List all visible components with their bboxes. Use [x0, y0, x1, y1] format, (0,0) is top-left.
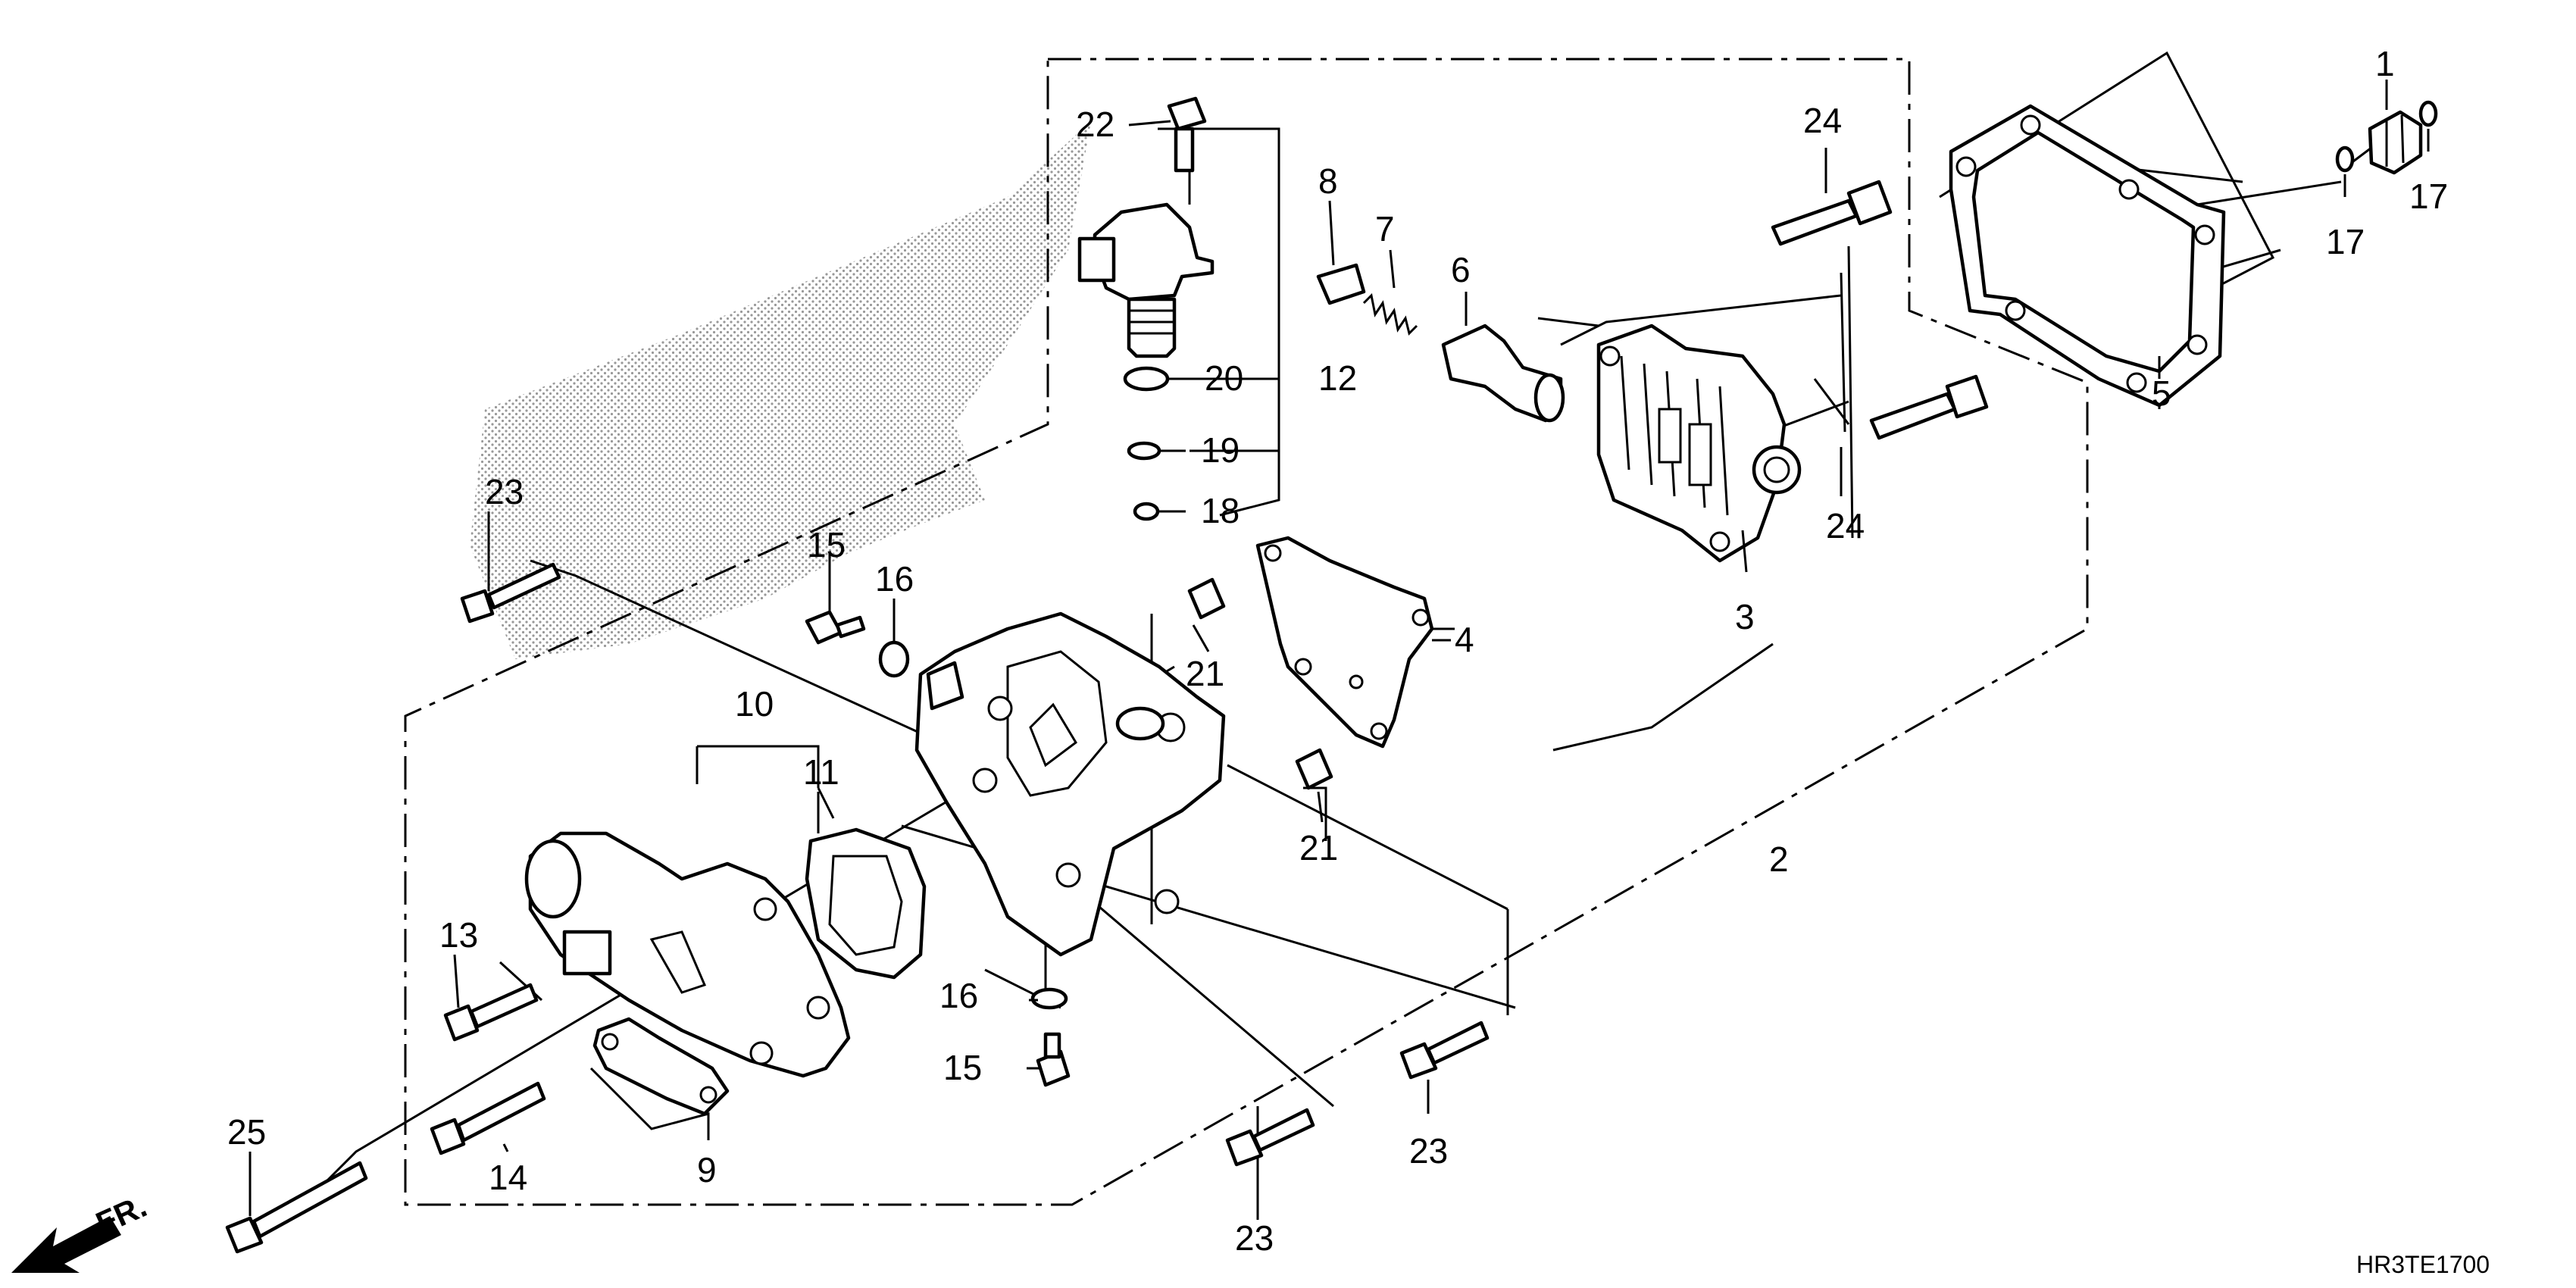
bolt-part-25 — [225, 1161, 368, 1254]
diagram-code: HR3TE1700 — [2356, 1251, 2490, 1278]
callout-12: 12 — [1318, 358, 1357, 398]
valve-body-part-3 — [1596, 324, 1802, 563]
callout-8: 8 — [1318, 161, 1338, 201]
callout-21b: 21 — [1299, 828, 1338, 868]
callout-24a: 24 — [1803, 101, 1842, 140]
callout-19: 19 — [1201, 430, 1240, 470]
callout-1: 1 — [2375, 44, 2395, 83]
callout-15b: 15 — [943, 1048, 982, 1087]
washer-part-17 — [2335, 100, 2438, 173]
callout-4: 4 — [1455, 620, 1474, 659]
plate-part-9 — [592, 1017, 730, 1116]
plug-part-1 — [2368, 110, 2423, 175]
o-ring-part-20 — [1123, 366, 1170, 392]
callout-5: 5 — [2152, 374, 2171, 413]
callout-3: 3 — [1735, 597, 1755, 636]
callout-24b: 24 — [1826, 506, 1865, 546]
callout-23c: 23 — [1235, 1218, 1274, 1258]
callout-7: 7 — [1375, 209, 1395, 249]
callout-13: 13 — [439, 915, 478, 955]
callout-14: 14 — [489, 1158, 527, 1197]
gasket-part-5 — [1949, 104, 2226, 408]
assembly-boundary — [404, 58, 2089, 1206]
bolt-part-13 — [443, 983, 539, 1042]
callout-6: 6 — [1451, 250, 1471, 289]
callout-numbers: 1 17 17 5 24 24 3 8 7 6 22 20 12 19 18 4… — [227, 44, 2448, 1258]
callout-16b: 16 — [939, 976, 978, 1015]
shaded-region — [470, 121, 1091, 659]
dowel-part-21 — [1187, 577, 1333, 790]
solenoid-part-10 — [524, 831, 851, 1078]
callout-21a: 21 — [1186, 654, 1224, 693]
callout-17a: 17 — [2409, 177, 2448, 216]
spring-part-7 — [1362, 292, 1418, 336]
bolt-part-22 — [1167, 96, 1207, 173]
callout-25: 25 — [227, 1112, 266, 1152]
front-arrow-icon — [11, 1216, 121, 1273]
bolt-part-23 — [460, 562, 1490, 1167]
callout-10: 10 — [735, 684, 774, 724]
bolt-part-24 — [1771, 180, 1989, 440]
separator-plate-part-4 — [1255, 536, 1434, 749]
callout-22: 22 — [1076, 105, 1114, 144]
callout-20: 20 — [1205, 358, 1243, 398]
bolt-part-14 — [430, 1081, 546, 1155]
callout-23b: 23 — [1409, 1131, 1448, 1171]
valve-body-part-2 — [914, 611, 1226, 957]
o-ring-part-18 — [1133, 502, 1160, 521]
callout-2: 2 — [1769, 839, 1789, 879]
gasket-part-11 — [805, 827, 927, 980]
bolt-part-15 — [805, 610, 1071, 1087]
clip-part-8 — [1316, 263, 1366, 305]
callout-23a: 23 — [485, 472, 524, 511]
callout-leaders — [249, 80, 2430, 1220]
callout-17b: 17 — [2326, 222, 2365, 261]
callout-18: 18 — [1201, 491, 1240, 530]
o-ring-part-19 — [1127, 441, 1161, 461]
callout-11: 11 — [803, 752, 839, 792]
washer-part-16 — [878, 640, 1068, 1010]
callout-16a: 16 — [875, 559, 914, 599]
callout-9: 9 — [697, 1150, 717, 1190]
spool-part-6 — [1441, 324, 1565, 423]
callout-15a: 15 — [807, 525, 846, 564]
solenoid-part-12 — [1077, 202, 1215, 358]
